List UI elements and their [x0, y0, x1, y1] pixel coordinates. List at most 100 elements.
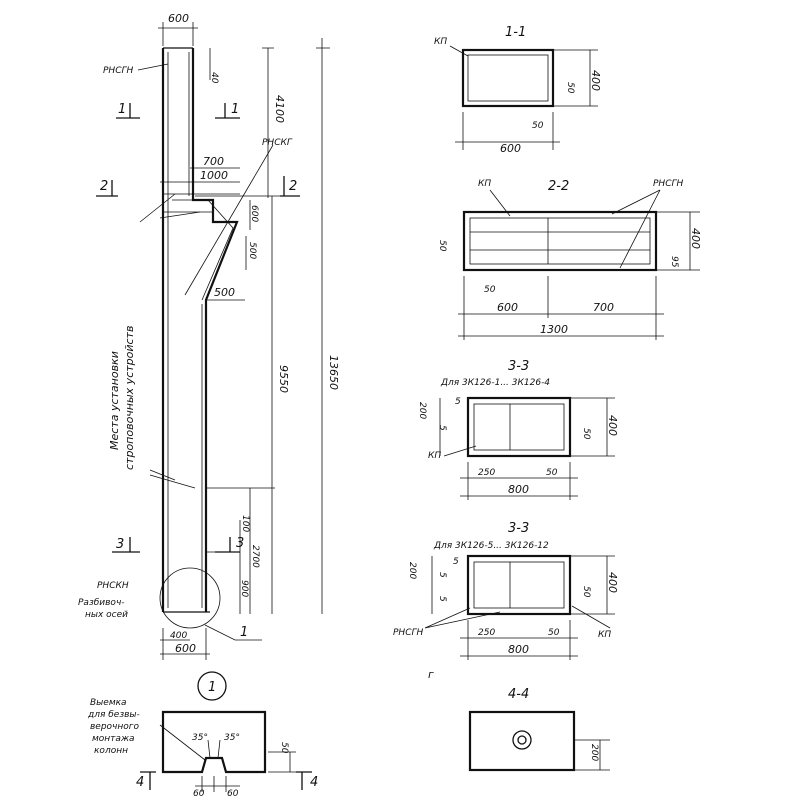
- dim-600v: 600: [249, 205, 259, 222]
- sec-mark-2-left: [96, 180, 118, 197]
- label-axes2: ных осей: [85, 610, 128, 620]
- section-3-3a: 3-3 Для 3К126-1... 3К126-4 200 5 5 КП 50…: [417, 359, 619, 500]
- detail-1-mark-4b: [296, 771, 312, 790]
- section-3-3b-50: 50: [581, 586, 591, 598]
- dim-console-1000: 1000: [200, 169, 228, 182]
- section-3-3a-5a: 5: [455, 397, 461, 407]
- sec-mark-1-right-text: 1: [231, 102, 239, 117]
- section-1-1-kp-leader: [449, 45, 469, 57]
- console-line: [163, 193, 240, 213]
- section-3-3b-dims: [431, 555, 615, 660]
- section-3-3a-50b: 50: [546, 468, 558, 478]
- section-1-1: 1-1 КП 600 400 50 50: [434, 25, 602, 155]
- section-3-3a-200: 200: [417, 402, 427, 419]
- section-3-3b-outline: [466, 554, 572, 616]
- section-3-3b-800: 800: [508, 643, 529, 656]
- section-2-2-rnsgn: РНСГН: [653, 179, 683, 189]
- section-3-3b-kp: КП: [598, 630, 611, 640]
- section-2-2: 2-2 КП РНСГН 50 50 400 95 600 700 1300: [437, 179, 702, 340]
- dim-600v-line: [245, 200, 251, 270]
- detail-1-35b: 35°: [224, 733, 240, 743]
- section-1-1-50b: 50: [532, 121, 544, 131]
- sec-mark-2-left-text: 2: [100, 179, 108, 194]
- section-3-3b-rnsgn: РНСГН: [393, 628, 423, 638]
- rnsgn-leader: [137, 63, 169, 71]
- section-3-3a-250: 250: [478, 468, 495, 478]
- detail-1-mark-4b-text: 4: [310, 775, 318, 790]
- section-2-2-outline: [462, 210, 658, 272]
- section-3-3a-title: 3-3: [508, 359, 529, 374]
- detail-callout-circle: [159, 567, 221, 629]
- section-3-3a-kp: КП: [428, 451, 441, 461]
- dim-bottom-600: 600: [175, 642, 196, 655]
- detail-1-outline: [161, 710, 267, 774]
- dim-top-offset: 40: [209, 72, 219, 84]
- dim-top-line: [158, 22, 198, 46]
- section-3-3a-50: 50: [581, 428, 591, 440]
- detail-1: Выемка для безвы- верочного монтажа коло…: [87, 698, 318, 799]
- section-3-3a-dims: [439, 397, 615, 500]
- column-inner-line: [167, 52, 234, 608]
- detail-1-35a: 35°: [192, 733, 208, 743]
- detail-1-note5: колонн: [94, 746, 128, 756]
- section-3-3b-200: 200: [407, 562, 417, 579]
- dim-top-width: 600: [168, 12, 189, 25]
- section-2-2-95: 95: [669, 256, 679, 268]
- sec-mark-3-right-text: 3: [236, 536, 244, 551]
- dim-bottom-lines: [160, 628, 210, 660]
- detail-1-note3: верочного: [90, 722, 139, 732]
- sec-mark-3-left: [112, 537, 140, 553]
- dim-4100-line: [262, 47, 274, 198]
- section-3-3b: 3-3 Для 3К126-5... 3К126-12 200 5 5 5 РН…: [393, 521, 619, 681]
- section-3-3b-title: 3-3: [508, 521, 529, 536]
- detail-1-mark-4a-text: 4: [136, 775, 144, 790]
- section-1-1-outline: [461, 48, 555, 108]
- detail-1-60b: 60: [227, 789, 239, 799]
- sec-mark-1-right: [215, 103, 240, 119]
- detail-1-dims: [195, 739, 296, 792]
- section-1-1-inner: [467, 54, 549, 102]
- section-4-4-title: 4-4: [508, 687, 529, 702]
- section-2-2-divider: [470, 218, 650, 264]
- label-rnsgn-top: РНСГН: [103, 66, 133, 76]
- dim-500h: 500: [214, 286, 235, 299]
- sec-mark-2-right-text: 2: [289, 179, 297, 194]
- section-3-3b-50b: 50: [548, 628, 560, 638]
- section-3-3a-400: 400: [606, 415, 619, 436]
- detail-1-mark-4a: [140, 771, 156, 790]
- detail-callout-number: 1: [240, 625, 248, 640]
- section-4-4-hole-inner: [517, 735, 527, 745]
- detail-leader: [204, 624, 262, 641]
- dim-400: 400: [170, 631, 187, 641]
- dim-9550-line: [195, 195, 285, 614]
- section-2-2-400: 400: [689, 228, 702, 249]
- dim-100: 100: [240, 515, 250, 532]
- dim-900: 900: [239, 580, 249, 597]
- section-3-3b-subtitle: Для 3К126-5... 3К126-12: [433, 541, 549, 551]
- dim-console-700: 700: [203, 155, 224, 168]
- label-rnskn: РНСКН: [97, 581, 129, 591]
- section-2-2-title: 2-2: [548, 179, 569, 194]
- section-3-3b-leaders: [424, 605, 611, 629]
- section-2-2-50b: 50: [484, 285, 496, 295]
- section-4-4-200: 200: [589, 744, 599, 761]
- section-4-4-hole-outer: [512, 730, 532, 750]
- section-1-1-50a: 50: [565, 82, 575, 94]
- section-3-3a-kp-leader: [443, 445, 477, 457]
- dim-upper-height: 4100: [273, 95, 286, 123]
- section-4-4: 4-4 200: [468, 687, 610, 772]
- section-2-2-1300: 1300: [540, 323, 568, 336]
- section-4-4-dims: [574, 739, 610, 771]
- detail-mark-circle: [197, 671, 227, 701]
- section-2-2-inner: [469, 217, 651, 265]
- section-3-3a-inner: [473, 403, 565, 451]
- dim-2700: 2700: [250, 545, 260, 568]
- section-3-3b-400: 400: [606, 572, 619, 593]
- rnskg-leader: [184, 144, 274, 296]
- section-3-3a-outline: [466, 396, 572, 458]
- section-2-2-600: 600: [497, 301, 518, 314]
- detail-1-note2: для безвы-: [87, 710, 140, 720]
- sec-mark-1-left-text: 1: [118, 102, 126, 117]
- dim-lower-lines: [206, 487, 275, 614]
